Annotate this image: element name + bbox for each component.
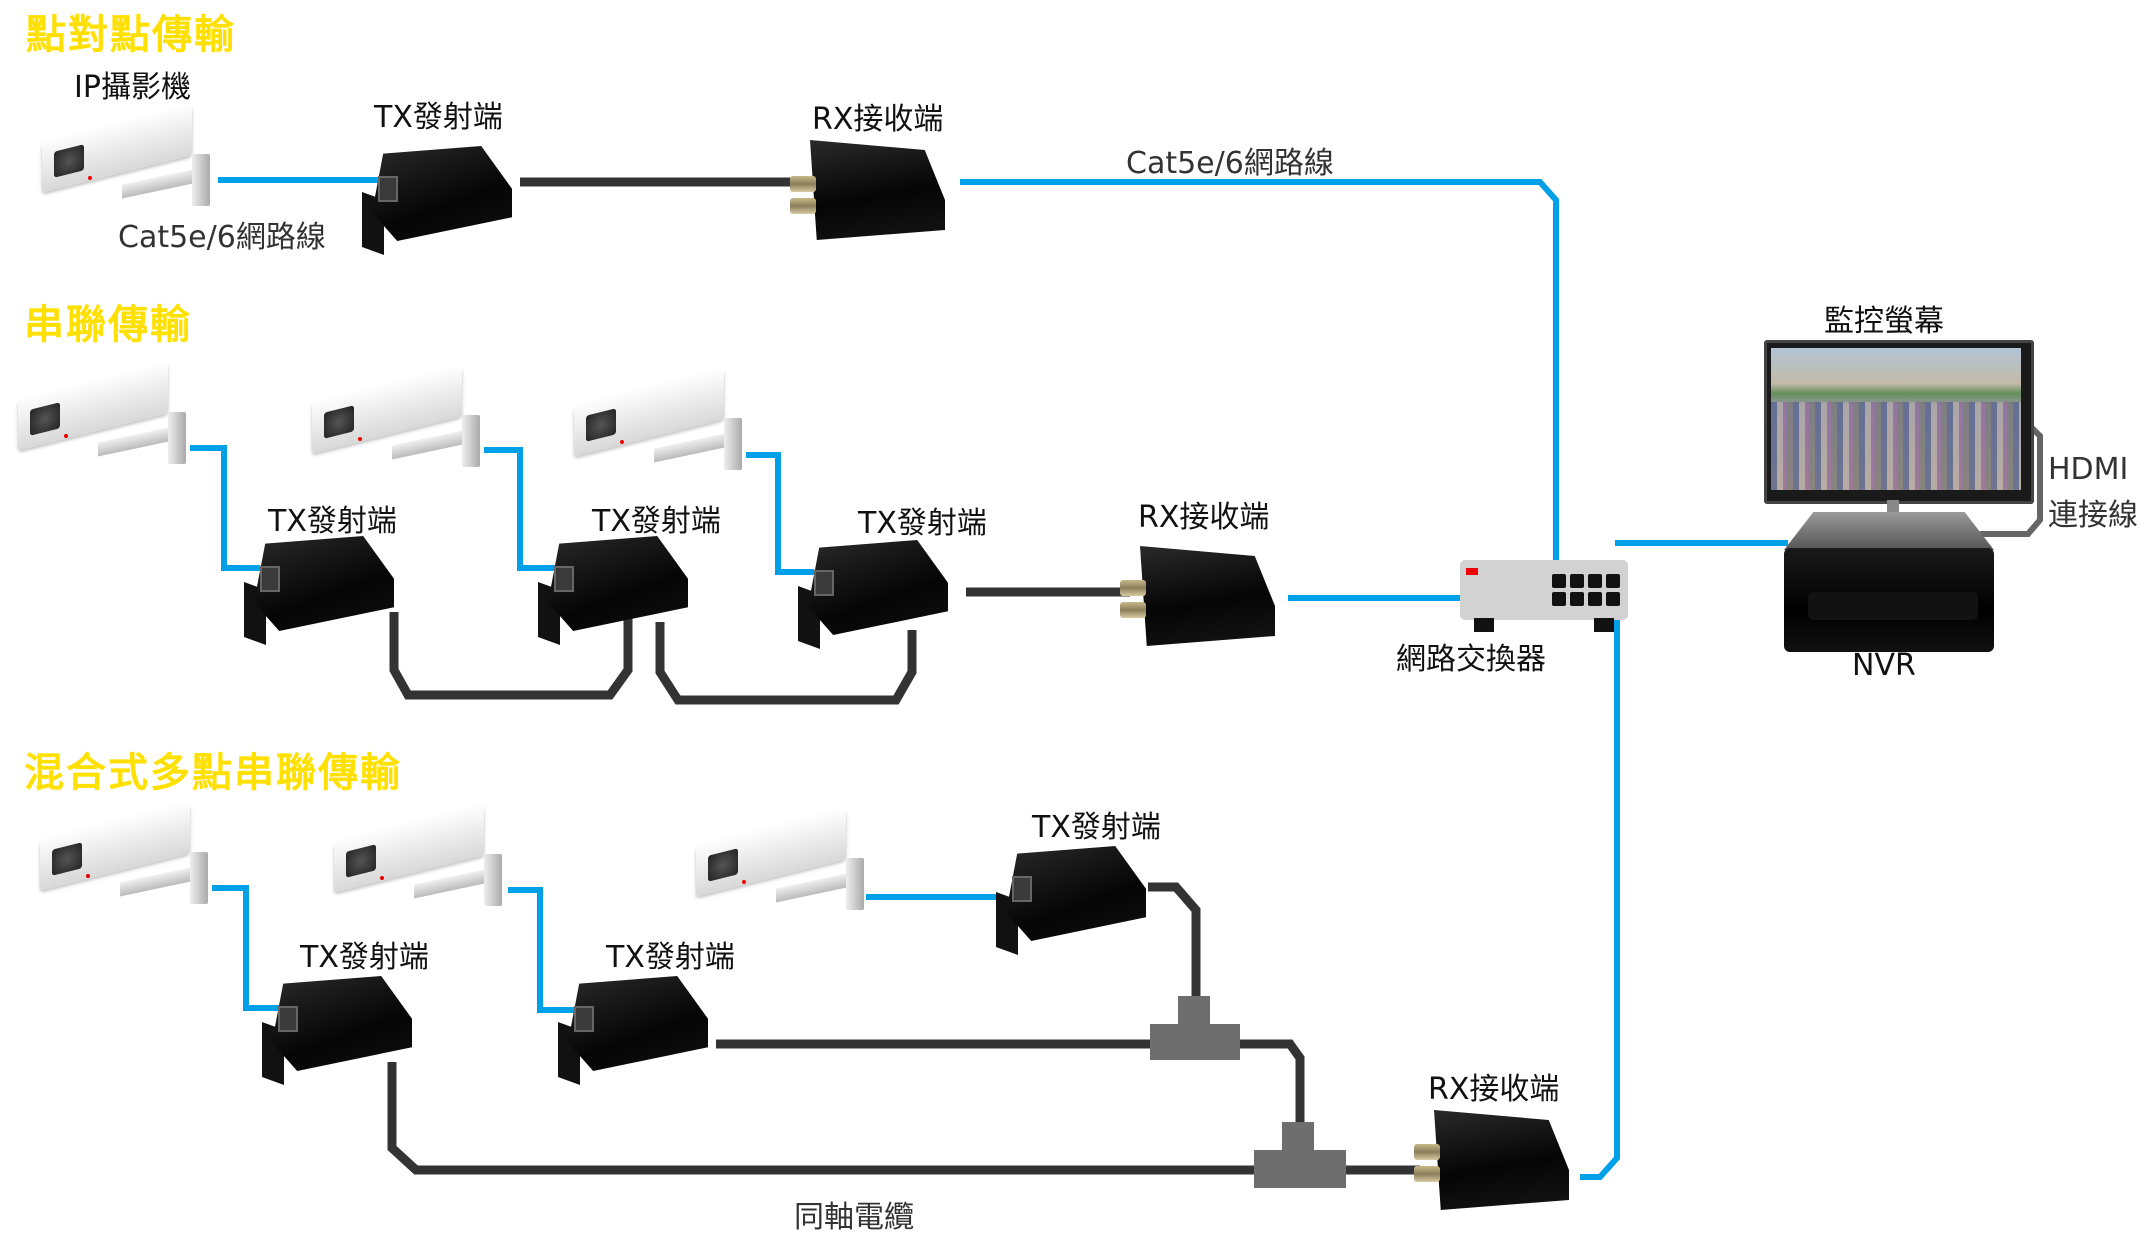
tx-transmitter-icon	[558, 976, 718, 1086]
rx-label: RX接收端	[812, 102, 944, 137]
tx-transmitter-icon	[798, 540, 958, 650]
cable-cat5e-hybrid-cam2	[508, 887, 574, 1013]
bnc-t-connector-icon	[1254, 1122, 1346, 1188]
cable-coax-hybrid-tx1	[387, 1062, 1256, 1175]
cable-cat5e-chain-cam1	[190, 445, 260, 571]
cable-coax-chain-2	[655, 622, 917, 705]
tx-transmitter-icon	[362, 146, 522, 256]
rx-receiver-icon	[1120, 546, 1280, 656]
ip-camera-label: IP攝影機	[74, 70, 191, 105]
cable-coax-hybrid-tx3	[1148, 882, 1201, 998]
tx-transmitter-icon	[996, 846, 1156, 956]
tx-label: TX發射端	[858, 506, 987, 541]
tx-transmitter-icon	[538, 536, 698, 646]
ip-camera-icon	[574, 369, 764, 470]
network-switch-icon	[1460, 560, 1630, 640]
cable-cat5e-rx-to-switch	[960, 179, 1559, 560]
ip-camera-icon	[696, 809, 886, 910]
rx-receiver-icon	[790, 140, 950, 250]
hdmi-label-line1: HDMI	[2048, 452, 2129, 487]
section-title-point-to-point: 點對點傳輸	[26, 12, 236, 58]
ip-camera-icon	[40, 803, 230, 904]
section-title-hybrid-multipoint: 混合式多點串聯傳輸	[24, 750, 402, 796]
ip-camera-icon	[42, 105, 232, 206]
ip-camera-icon	[334, 805, 524, 906]
cat5e-cable-label-2: Cat5e/6網路線	[1126, 146, 1334, 181]
cable-cat5e-chain-cam3	[746, 452, 814, 575]
tx-transmitter-icon	[244, 536, 404, 646]
rx-label: RX接收端	[1428, 1072, 1560, 1107]
switch-ports	[1552, 574, 1620, 606]
section-title-daisy-chain: 串聯傳輸	[24, 302, 192, 348]
rx-receiver-icon	[1414, 1110, 1574, 1220]
nvr-label: NVR	[1852, 648, 1916, 683]
tx-label: TX發射端	[1032, 810, 1161, 845]
coax-cable-label: 同軸電纜	[794, 1200, 914, 1235]
tx-label: TX發射端	[606, 940, 735, 975]
switch-label: 網路交換器	[1396, 642, 1546, 677]
tx-label: TX發射端	[268, 504, 397, 539]
nvr-icon	[1784, 512, 1994, 652]
ip-camera-icon	[18, 363, 208, 464]
bnc-t-connector-icon	[1150, 996, 1240, 1062]
monitor-icon	[1764, 340, 2034, 530]
cable-cat5e-chain-cam2	[484, 447, 556, 571]
cable-coax-chain-1	[389, 612, 633, 700]
tx-transmitter-icon	[262, 976, 422, 1086]
hdmi-label-line2: 連接線	[2048, 498, 2138, 533]
tx-label: TX發射端	[300, 940, 429, 975]
cat5e-cable-label: Cat5e/6網路線	[118, 220, 326, 255]
monitor-label: 監控螢幕	[1824, 304, 1944, 339]
rx-label: RX接收端	[1138, 500, 1270, 535]
cable-coax-hybrid-mid	[1236, 1039, 1305, 1126]
cable-cat5e-hybrid-cam1	[212, 885, 282, 1011]
cable-cat5e-switch-to-rx3	[1580, 600, 1620, 1180]
tx-label: TX發射端	[374, 100, 503, 135]
power-led-icon	[1466, 568, 1478, 575]
tx-label: TX發射端	[592, 504, 721, 539]
ip-camera-icon	[312, 366, 502, 467]
